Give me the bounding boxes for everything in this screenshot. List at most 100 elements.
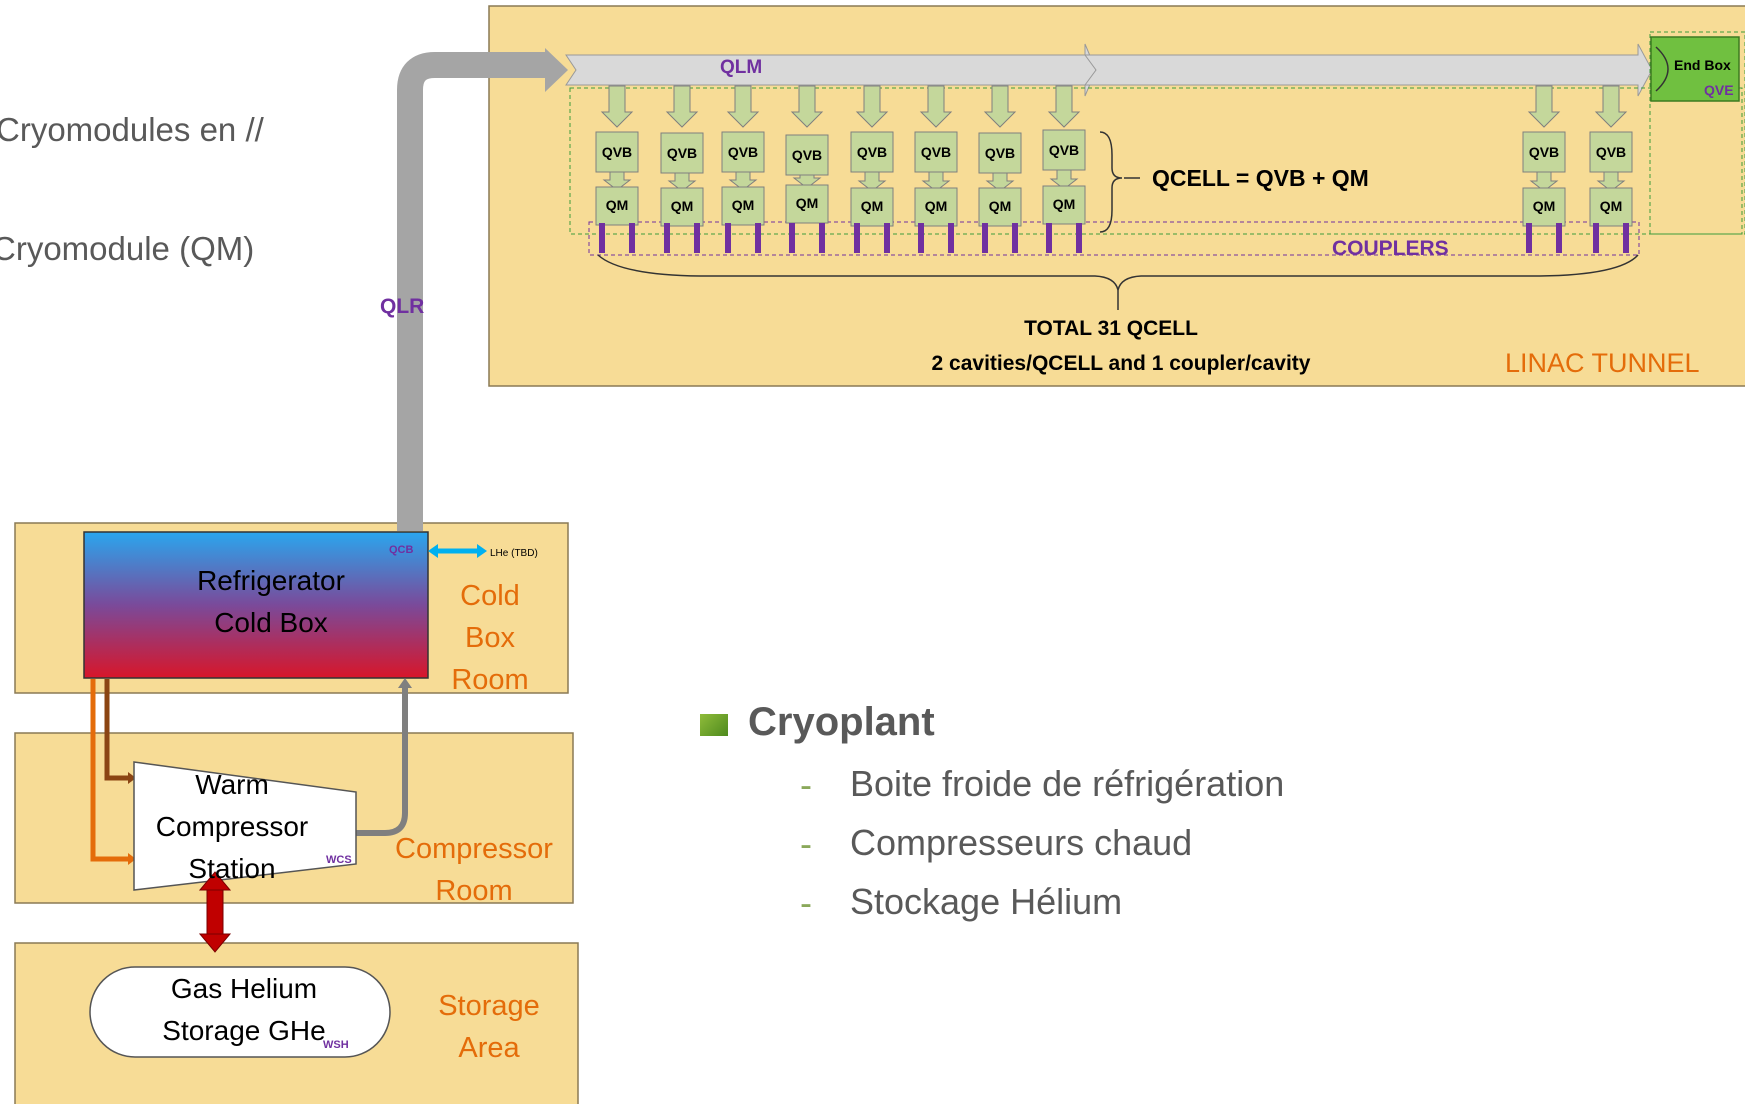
qlr-arrow-head xyxy=(545,48,568,92)
qvb-box xyxy=(1589,131,1633,173)
cold-box-code: QCB xyxy=(389,544,414,556)
qm-box xyxy=(850,187,894,227)
cold-box-room-3: Room xyxy=(451,664,528,696)
compressor-room-2: Room xyxy=(435,875,512,907)
coupler xyxy=(694,223,700,253)
qvb-box xyxy=(785,134,829,176)
qvb-label: QVB xyxy=(728,144,758,160)
qm-label: QM xyxy=(861,198,884,214)
qm-box xyxy=(978,187,1022,227)
qvb-qm-arrow xyxy=(857,171,887,192)
left-text-line-2: Cryomodule (QM) xyxy=(0,230,255,267)
bullet-dash-2: - xyxy=(800,823,812,864)
couplers-outline xyxy=(588,221,1640,256)
qvb-box xyxy=(1042,129,1086,171)
qm-label: QM xyxy=(1600,198,1623,214)
end-box-outline xyxy=(1649,31,1745,235)
qvb-qm-arrow xyxy=(1049,169,1079,190)
bullet-item-3: Stockage Hélium xyxy=(850,881,1123,922)
coupler xyxy=(789,223,795,253)
qm-label: QM xyxy=(1053,196,1076,212)
qvb-label: QVB xyxy=(1529,144,1559,160)
qvb-qm-arrow xyxy=(792,174,822,189)
qvb-label: QVB xyxy=(667,145,697,161)
qlm-header-arrow xyxy=(565,43,1653,97)
coupler xyxy=(1623,223,1629,253)
storage-title-2: Storage GHe xyxy=(162,1015,325,1046)
feed-arrow xyxy=(790,85,824,128)
coupler xyxy=(1593,223,1599,253)
bullet-item-2: Compresseurs chaud xyxy=(850,822,1193,863)
supply-pipe-grey xyxy=(356,688,408,836)
qvb-label: QVB xyxy=(1596,144,1626,160)
qvb-label: QVB xyxy=(985,145,1015,161)
qm-box xyxy=(1042,185,1086,225)
qm-box xyxy=(721,186,765,226)
qvb-box xyxy=(978,132,1022,174)
end-box-label: End Box xyxy=(1674,57,1731,73)
qcell-column: QVB QM xyxy=(850,85,894,253)
coupler xyxy=(854,223,860,253)
qm-box xyxy=(914,187,958,227)
coupler xyxy=(819,223,825,253)
qm-label: QM xyxy=(796,195,819,211)
storage-title-1: Gas Helium xyxy=(171,973,317,1004)
bullet-item-1: Boite froide de réfrigération xyxy=(850,763,1285,804)
qlr-transfer-line xyxy=(397,52,545,531)
compressor-room-1: Compressor xyxy=(395,833,553,865)
end-box-return-loop xyxy=(1655,46,1669,92)
qvb-box xyxy=(721,131,765,173)
coupler xyxy=(725,223,731,253)
lhe-arrow xyxy=(428,544,487,558)
qcell-formula: QCELL = QVB + QM xyxy=(1152,165,1369,191)
bullet-square-icon xyxy=(700,714,728,736)
feed-arrow xyxy=(983,85,1017,128)
coupler xyxy=(664,223,670,253)
coupler xyxy=(1526,223,1532,253)
feed-arrow xyxy=(600,85,634,128)
warm-compressor-station xyxy=(133,761,357,891)
qm-label: QM xyxy=(989,198,1012,214)
cold-box-room-2: Box xyxy=(465,622,515,654)
cryomodule-string-outline xyxy=(569,87,1743,235)
end-box xyxy=(1650,36,1740,102)
qvb-qm-arrow xyxy=(921,171,951,192)
compressor-code: WCS xyxy=(326,854,352,866)
total-line-2: 2 cavities/QCELL and 1 coupler/cavity xyxy=(932,352,1311,375)
qm-label: QM xyxy=(606,197,629,213)
left-text-line-1: Cryomodules en // xyxy=(0,111,264,148)
qlm-label: QLM xyxy=(720,57,762,78)
qm-label: QM xyxy=(732,197,755,213)
feed-arrow xyxy=(665,85,699,128)
coupler xyxy=(1012,223,1018,253)
coupler xyxy=(1046,223,1052,253)
qvb-box xyxy=(595,131,639,173)
total-line-1: TOTAL 31 QCELL xyxy=(1024,317,1198,340)
coupler xyxy=(1556,223,1562,253)
lhe-label: LHe (TBD) xyxy=(490,548,538,559)
qlr-label: QLR xyxy=(380,295,424,318)
coupler xyxy=(629,223,635,253)
qvb-label: QVB xyxy=(857,144,887,160)
qm-box xyxy=(785,184,829,224)
coupler xyxy=(1076,223,1082,253)
storage-code: WSH xyxy=(323,1039,349,1051)
qvb-box xyxy=(1522,131,1566,173)
cold-box-title-2: Cold Box xyxy=(214,607,328,638)
storage-room-1: Storage xyxy=(438,990,540,1022)
qvb-qm-arrow xyxy=(602,171,632,191)
qcell-brace xyxy=(1099,131,1123,233)
coupler xyxy=(982,223,988,253)
qvb-qm-arrow xyxy=(1596,171,1626,192)
qvb-qm-arrow xyxy=(1529,171,1559,192)
bullet-dash-3: - xyxy=(800,882,812,923)
couplers-label: COUPLERS xyxy=(1332,237,1449,260)
coupler xyxy=(599,223,605,253)
feed-arrow xyxy=(919,85,953,128)
compressor-title-3: Station xyxy=(188,853,275,884)
